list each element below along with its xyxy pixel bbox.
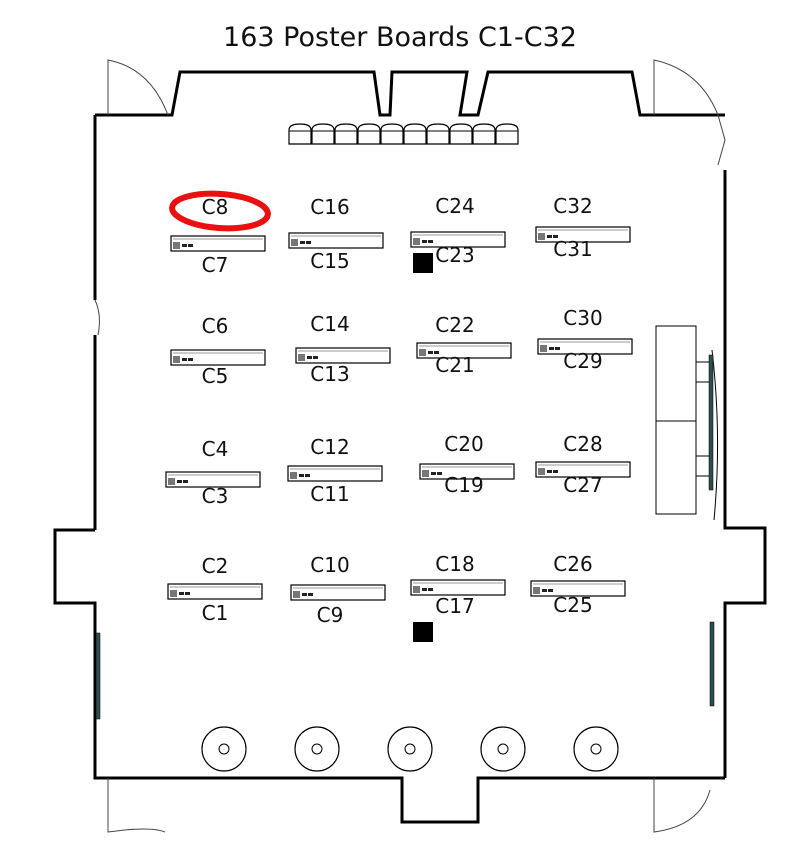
board-label: C16 [310,195,349,219]
chair-icon [495,123,519,145]
board-label: C32 [553,194,592,218]
chair-icon [357,123,381,145]
board-label: C5 [202,364,229,388]
board-label: C4 [202,437,229,461]
chairs-row [288,123,519,145]
board-label: C25 [553,593,592,617]
chair-icon [472,123,496,145]
map-title: 163 Poster Boards C1-C32 [223,22,577,53]
chair-icon [311,123,335,145]
board-label: C23 [435,243,474,267]
marker-square [413,622,433,642]
board-label: C6 [202,314,229,338]
board-label: C13 [310,362,349,386]
board-label: C24 [435,194,474,218]
chair-icon [288,123,312,145]
board-label: C17 [435,594,474,618]
board-label: C11 [310,482,349,506]
board-label: C7 [202,253,229,277]
chair-icon [380,123,404,145]
board-label: C28 [563,432,602,456]
board-label: C27 [563,473,602,497]
columns [201,726,619,772]
board-label: C12 [310,435,349,459]
column-icon [573,726,619,772]
column-icon [294,726,340,772]
column-icon [387,726,433,772]
highlight-circle [169,190,271,232]
board-label: C8 [202,195,229,219]
board-label: C15 [310,249,349,273]
board-label: C2 [202,554,229,578]
board-label: C30 [563,306,602,330]
board-label: C1 [202,601,229,625]
doors [94,59,726,833]
board-label: C9 [317,603,344,627]
room-walls [53,70,767,824]
poster-boards: C8C7C16C15C24C23C32C31C6C5C14C13C22C21C3… [165,194,633,627]
board-label: C21 [435,353,474,377]
board-label: C3 [202,484,229,508]
board-label: C31 [553,237,592,261]
wall-panels [95,354,715,720]
board-label: C29 [563,349,602,373]
marker-square [413,253,433,273]
chair-icon [449,123,473,145]
board-label: C22 [435,313,474,337]
column-icon [201,726,247,772]
chair-icon [403,123,427,145]
board-label: C19 [444,473,483,497]
chair-icon [426,123,450,145]
board-label: C26 [553,552,592,576]
side-equipment [655,325,719,521]
board-label: C18 [435,552,474,576]
board-label: C10 [310,553,349,577]
chair-icon [334,123,358,145]
board-label: C14 [310,312,349,336]
board-label: C20 [444,432,483,456]
column-icon [480,726,526,772]
